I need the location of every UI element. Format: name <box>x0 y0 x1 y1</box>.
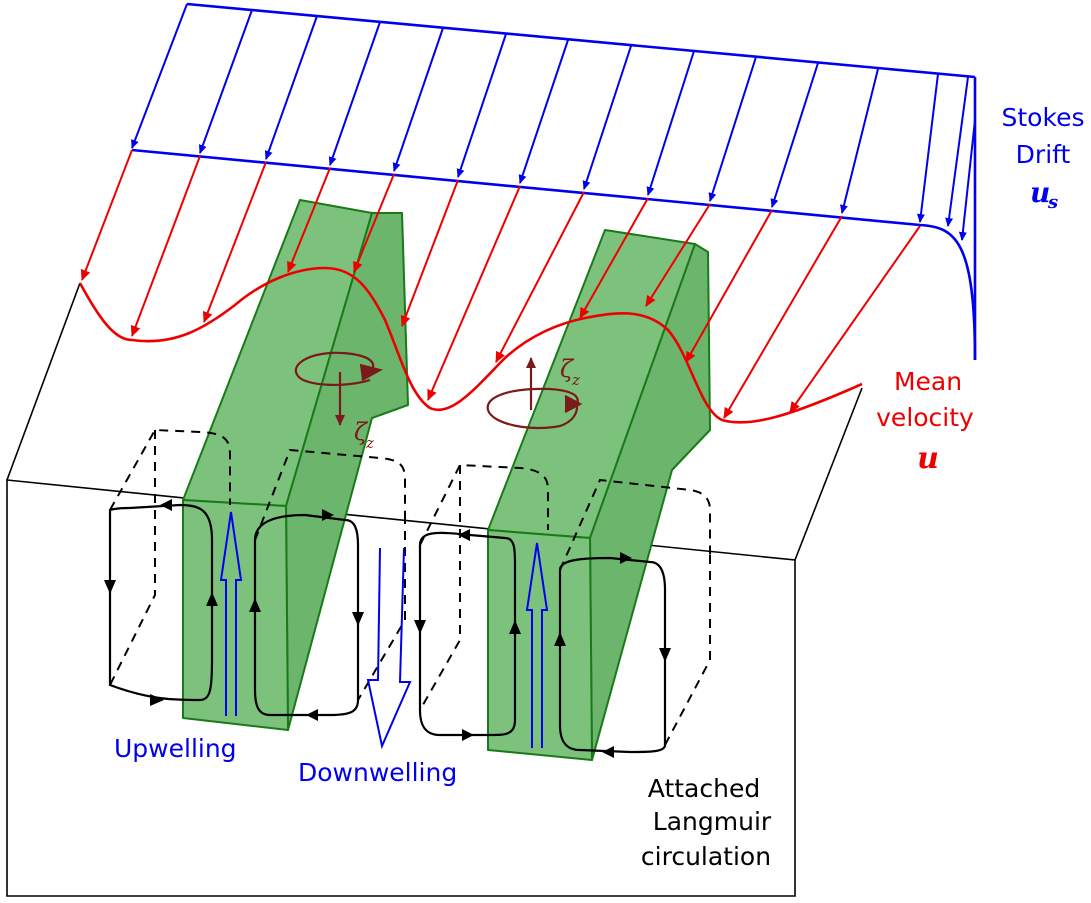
stokes-symbol: u <box>1030 176 1050 209</box>
vortex-ring-1-head <box>359 363 383 381</box>
mean-arrow <box>645 203 711 307</box>
stokes-label-line1: Stokes <box>1002 103 1085 132</box>
stokes-top-line <box>186 2 976 79</box>
loop-back-1 <box>109 428 231 511</box>
mean-arrow <box>495 191 585 363</box>
mean-arrow <box>80 149 133 281</box>
stokes-arrow <box>131 3 188 149</box>
stokes-arrow <box>582 45 632 190</box>
zeta-symbol-2: ζ <box>560 355 575 383</box>
stokes-drift-profile <box>131 2 977 361</box>
upwelling-arrow-1 <box>219 511 243 716</box>
loop-back-4b <box>664 555 711 746</box>
stokes-arrow <box>392 27 444 172</box>
stokes-arrow <box>770 62 819 208</box>
mean-velocity-profile <box>78 149 921 424</box>
stokes-arrow <box>646 50 695 196</box>
mean-arrow <box>287 167 331 273</box>
mean-label-line2: velocity <box>876 403 974 432</box>
downwelling-label: Downwelling <box>298 758 457 787</box>
loop-arrowheads <box>104 499 671 758</box>
vortex-ring-2 <box>486 387 579 430</box>
stokes-arrow <box>264 15 318 160</box>
loop-back-1b <box>109 430 156 686</box>
mean-arrow <box>579 197 649 319</box>
mean-arrow <box>202 161 267 323</box>
mean-arrow <box>400 179 459 327</box>
mean-velocity-arrows <box>80 149 921 419</box>
upwelling-arrow-2 <box>525 542 549 748</box>
zeta-subscript-1: z <box>365 434 374 452</box>
stokes-symbol-subscript: s <box>1047 192 1058 213</box>
vorticity-label-2: ζ z <box>560 355 580 389</box>
circulation-loops <box>104 428 711 758</box>
stokes-label-line2: Drift <box>1016 140 1071 169</box>
loop-back-3 <box>419 463 549 546</box>
loop-3 <box>418 531 517 737</box>
mean-label-line1: Mean <box>894 367 962 396</box>
zeta-subscript-2: z <box>571 371 580 389</box>
stokes-arrow <box>916 73 939 223</box>
mean-velocity-label: Mean velocity u <box>876 367 974 476</box>
stokes-arrow <box>198 9 253 154</box>
loop-back-dashes <box>109 428 711 746</box>
loop-4 <box>558 556 667 754</box>
stokes-label: Stokes Drift u s <box>1002 103 1085 213</box>
attached-label-line2: Langmuir <box>653 807 772 836</box>
loop-1 <box>108 503 214 702</box>
mean-symbol: u <box>917 441 939 476</box>
upwelling-arrow-1-shape <box>219 511 243 716</box>
vorticity-1 <box>294 351 383 426</box>
zeta-symbol-1: ζ <box>354 418 369 446</box>
attached-circulation-label: Attached Langmuir circulation <box>641 774 772 871</box>
domain-right-top-edge <box>794 387 863 561</box>
langmuir-cell-2 <box>487 229 711 761</box>
loop-back-2b <box>357 515 406 701</box>
mean-arrow <box>723 215 843 419</box>
domain-left-top-edge <box>6 282 81 481</box>
downwelling-arrow <box>366 547 412 750</box>
stokes-arrow <box>840 68 879 214</box>
mean-arrow <box>789 225 921 413</box>
mean-arrow <box>353 173 395 273</box>
stokes-arrow <box>518 39 569 184</box>
loop-back-2 <box>254 448 406 541</box>
downwelling-arrow-shape <box>366 547 412 750</box>
upwelling-label: Upwelling <box>114 734 237 763</box>
stokes-arrow <box>708 56 757 202</box>
mean-arrow <box>130 155 201 337</box>
upwelling-arrow-2-shape <box>525 542 549 748</box>
langmuir-cell-1 <box>182 199 409 731</box>
mean-arrow <box>685 209 773 363</box>
domain-box <box>6 282 863 897</box>
vortex-ring-2-head <box>564 395 583 413</box>
mean-velocity-curve <box>78 266 863 424</box>
vorticity-label-1: ζ z <box>354 418 374 452</box>
stokes-arrow <box>328 21 381 166</box>
loop-back-3b <box>419 465 461 711</box>
stokes-arrow <box>456 33 507 178</box>
attached-label-line1: Attached <box>648 774 760 803</box>
vortex-ring-1 <box>294 351 375 387</box>
stokes-arrow <box>945 76 969 227</box>
mean-arrow <box>427 185 521 401</box>
vorticity-2 <box>486 357 583 430</box>
stokes-arrows <box>131 3 976 241</box>
attached-label-line3: circulation <box>641 842 771 871</box>
stokes-arrow <box>958 119 976 241</box>
